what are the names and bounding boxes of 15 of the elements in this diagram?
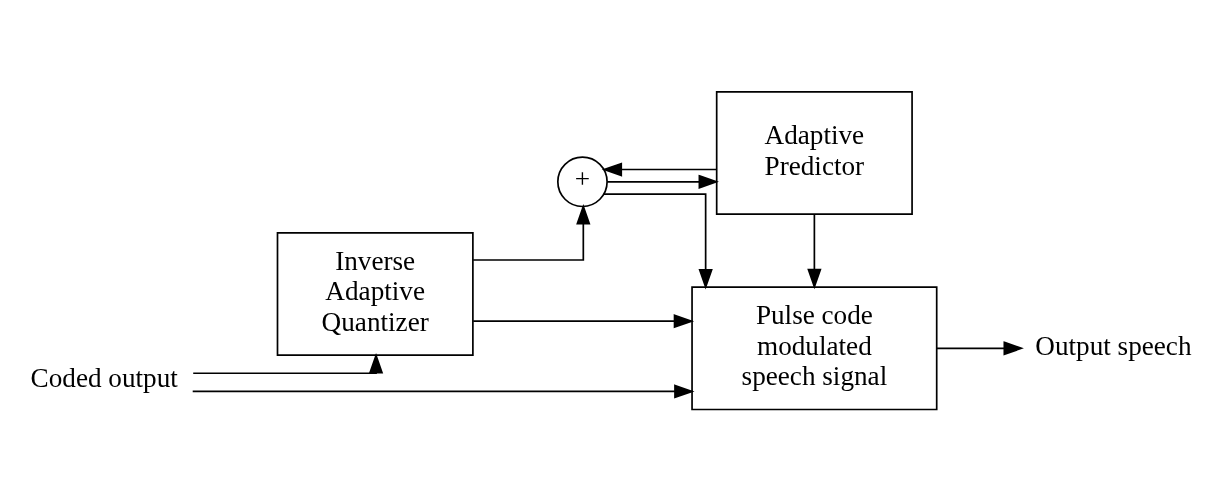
node-box: Adaptive Predictor [715,90,913,215]
arrow [807,213,822,290]
node-box: Inverse Adaptive Quantizer [276,231,474,356]
node-text: Output speech [1035,330,1192,361]
arrow [936,341,1024,356]
arrow [601,162,717,177]
node-circle: + [557,156,608,208]
arrow [606,174,719,189]
node-box: Pulse code modulated speech signal [691,286,938,411]
arrow [603,193,713,290]
node-text: Coded output [30,363,178,394]
arrow [191,384,695,399]
arrow [472,314,695,329]
arrow [192,353,384,375]
arrow [472,204,591,261]
